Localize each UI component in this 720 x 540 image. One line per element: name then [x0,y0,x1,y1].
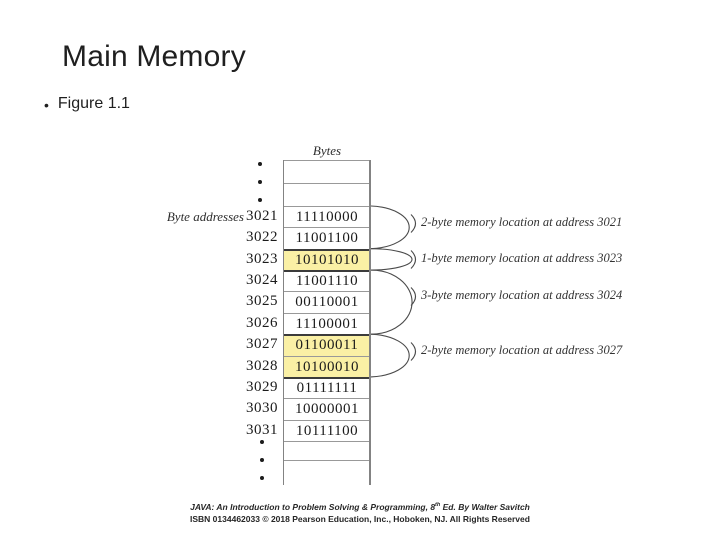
attribution-footer: JAVA: An Introduction to Problem Solving… [0,501,720,525]
memory-cell: 11100001 [295,315,359,332]
cell-border [283,249,371,251]
byte-address: 3028 [246,357,278,374]
memory-cell: 11001100 [295,230,359,247]
footer-text: Ed. By Walter Savitch [440,502,530,512]
cell-border [283,334,371,336]
bullet-item: • Figure 1.1 [44,95,130,116]
table-right-edge [369,160,371,485]
ellipsis-dot [258,162,262,166]
byte-address: 3027 [246,336,278,353]
byte-address: 3025 [246,293,278,310]
byte-address: 3022 [246,229,278,246]
byte-address: 3030 [246,400,278,417]
location-annotation: 3-byte memory location at address 3024 [421,288,623,302]
ellipsis-dot [260,440,264,444]
memory-cell: 10000001 [295,401,359,418]
memory-cell: 01100011 [284,335,370,356]
cell-border [283,183,371,184]
cell-border [283,160,371,161]
cell-border [283,398,371,399]
bytes-column-header: Bytes [312,143,342,158]
byte-address: 3021 [246,208,278,224]
cell-border [283,420,371,421]
byte-addresses-label: Byte addresses [166,209,244,224]
cell-border [283,227,371,228]
byte-address: 3031 [246,421,278,438]
byte-address: 3029 [246,378,278,395]
cell-border [283,313,371,314]
location-annotation: 2-byte memory location at address 3021 [421,215,623,229]
figure-reference: Figure 1.1 [57,95,130,112]
footer-citation-line2: ISBN 0134462033 © 2018 Pearson Education… [190,514,530,524]
memory-cell: 10101010 [284,249,370,271]
bullet-marker: • [44,97,49,113]
footer-superscript: th [435,502,441,509]
ellipsis-dot [258,180,262,184]
cell-border [283,377,371,379]
cell-border [283,291,371,292]
cell-border [283,356,371,357]
memory-cell: 10100010 [284,356,370,377]
cell-border [283,270,371,272]
memory-cell: 00110001 [295,294,359,311]
table-left-edge [283,160,284,485]
location-annotation: 1-byte memory location at address 3023 [421,251,623,265]
memory-cell: 10111100 [295,422,359,439]
byte-address: 3023 [246,250,278,267]
byte-address: 3026 [246,314,278,331]
location-annotation: 2-byte memory location at address 3027 [421,343,623,357]
memory-cell: 01111111 [296,379,358,396]
byte-address: 3024 [246,272,278,289]
ellipsis-dot [260,458,264,462]
footer-text: JAVA: An Introduction to Problem Solving… [190,502,436,512]
memory-cell: 11110000 [295,209,359,225]
cell-border [283,460,371,461]
cell-border [283,441,371,442]
ellipsis-dot [260,476,264,480]
slide-title: Main Memory [62,40,246,73]
cell-border [283,206,371,207]
ellipsis-dot [258,198,262,202]
footer-citation-line1: JAVA: An Introduction to Problem Solving… [0,501,720,513]
memory-cell: 11001110 [295,273,359,290]
